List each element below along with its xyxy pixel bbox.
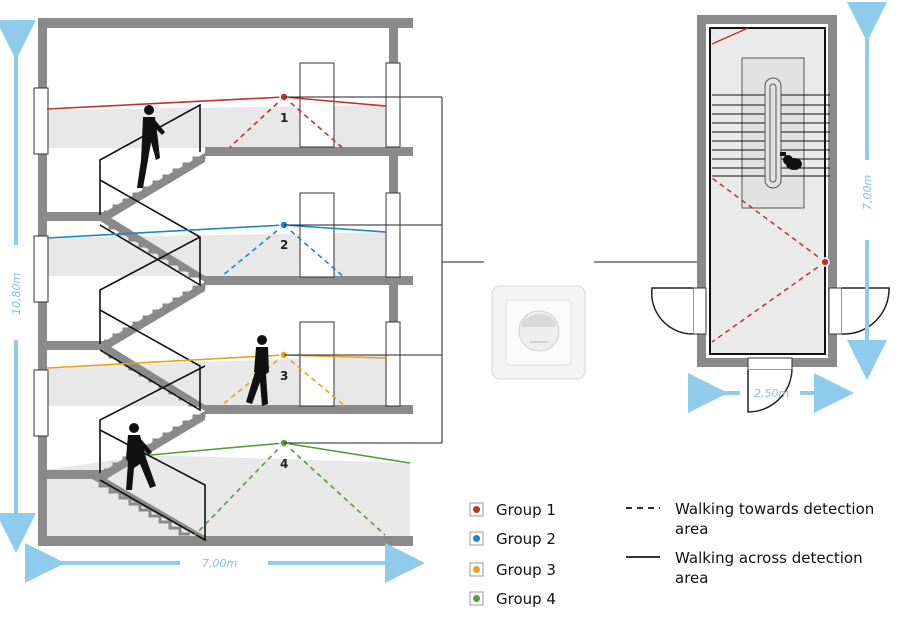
person-figure-3 [126,423,156,490]
plan-person-figure [780,152,802,170]
door-3 [299,321,335,407]
sensor-label-3: 3 [280,369,288,383]
handrails [99,103,206,542]
legend-dashed-label-1: Walking towards detection [675,500,874,518]
plan-sensor [820,257,830,267]
legend-group-4: Group 4 [469,590,556,608]
legend-label-group-4: Group 4 [496,590,556,608]
legend-group-1: Group 1 [469,501,556,519]
plan-door-bottom [747,357,793,371]
legend-dashed-label-2: area [675,520,708,538]
sensor-label-1: 1 [280,111,288,125]
section-dimensions [0,20,425,583]
legend-dot-group-1 [473,506,480,513]
section-height-label: 10,80m [10,273,23,315]
plan-detection-lines [711,177,826,343]
motion-sensor-device [491,285,586,380]
legend: Group 1 Group 2 Group 3 Group 4 Walking … [469,500,874,608]
sensor-label-2: 2 [280,238,288,252]
landing-slab-4 [205,147,413,156]
roof-slab [38,18,413,28]
legend-group-2: Group 2 [469,530,556,548]
plan-door-right [828,287,843,335]
plan-width-label: 2,50m [754,387,789,400]
window-left-1 [33,87,49,155]
window-left-2 [33,235,49,303]
connector-lines [284,96,484,444]
plan-dimensions [688,2,887,413]
sensor-label-4: 4 [280,457,288,471]
person-figure-2 [246,335,269,406]
plan-door-left [692,287,707,335]
legend-dot-group-2 [473,535,480,542]
window-right-1 [385,62,401,148]
legend-dashed-line: Walking towards detection area [626,500,874,538]
legend-group-3: Group 3 [469,561,556,579]
window-right-2 [385,192,401,278]
window-right-3 [385,321,401,407]
legend-dot-group-3 [473,566,480,573]
legend-dot-group-4 [473,595,480,602]
door-2 [299,192,335,278]
door-1 [299,62,335,148]
legend-label-group-2: Group 2 [496,530,556,548]
building-section: 1 2 3 4 [33,18,484,546]
person-figure-1 [137,105,165,188]
legend-solid-line: Walking across detection area [626,549,863,587]
section-width-label: 7,00m [202,557,237,570]
landing-slab-2 [205,405,413,414]
legend-solid-label-2: area [675,569,708,587]
legend-label-group-1: Group 1 [496,501,556,519]
ground-slab [38,536,413,546]
legend-solid-label-1: Walking across detection [675,549,863,567]
window-left-3 [33,369,49,437]
landing-slab-3 [205,276,413,285]
legend-label-group-3: Group 3 [496,561,556,579]
plan-length-label: 7,00m [861,175,874,210]
plan-view [650,15,890,413]
